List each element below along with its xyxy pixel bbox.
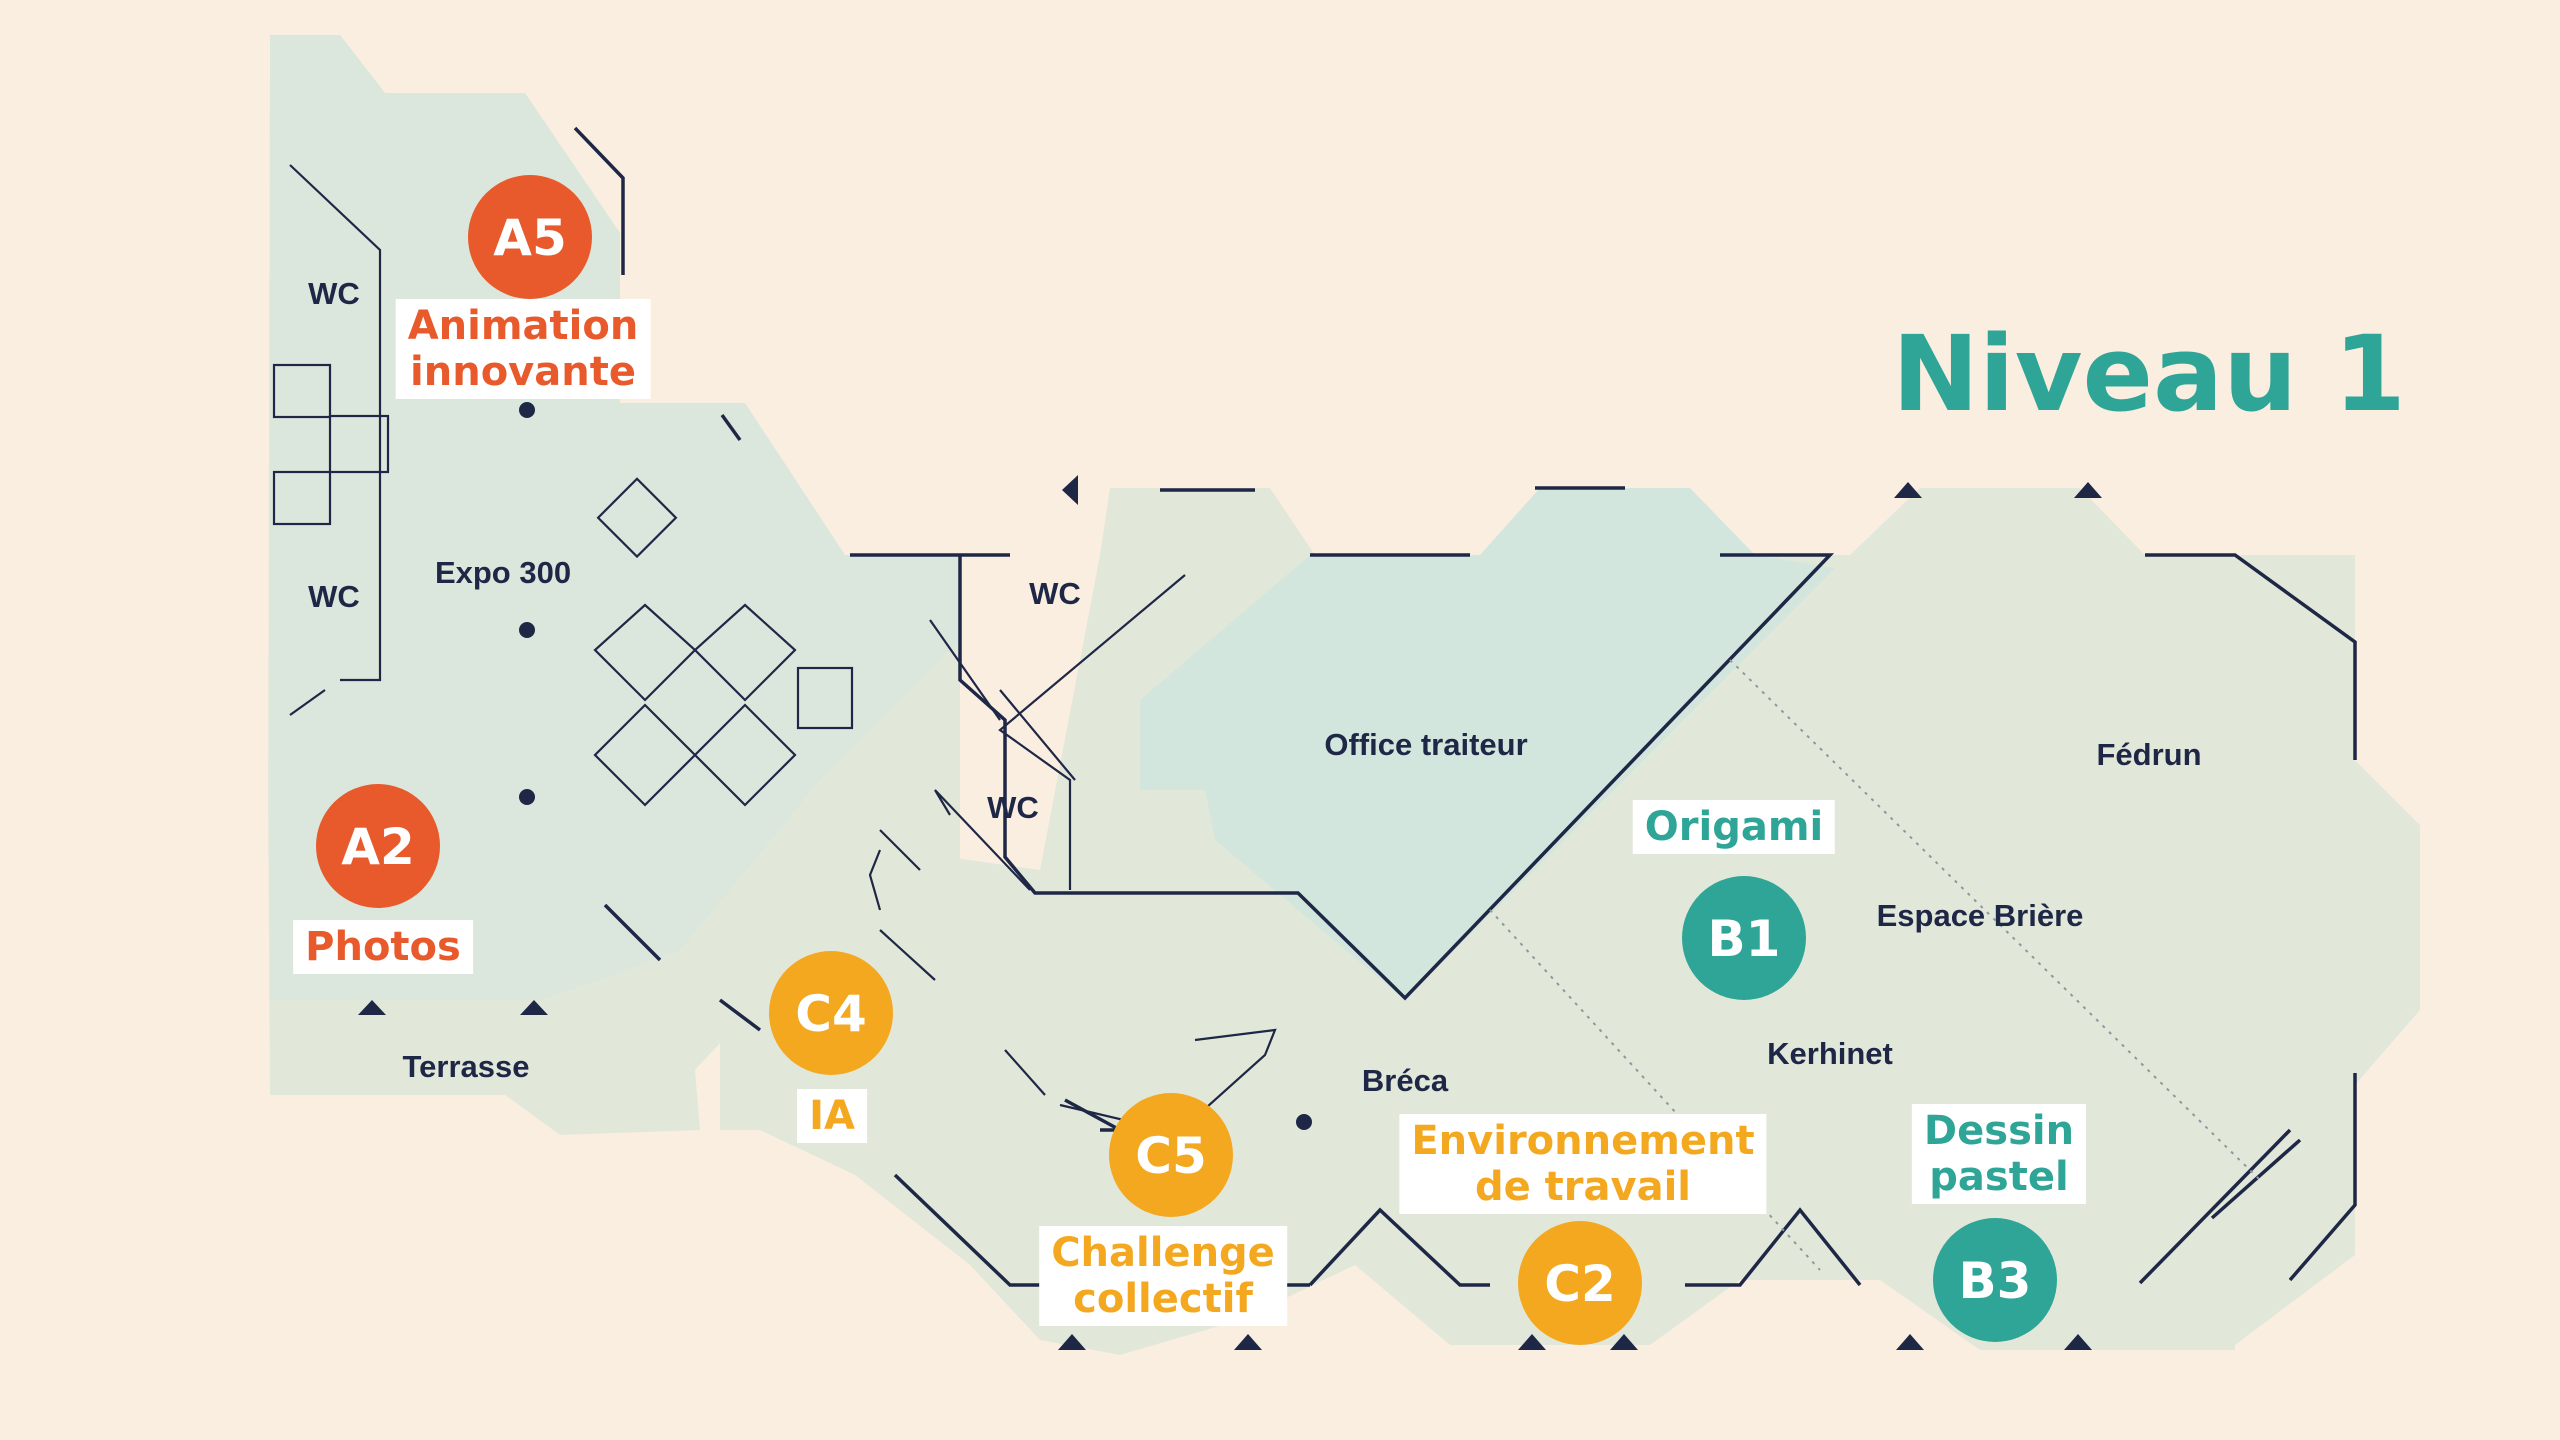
marker-c5[interactable]: C5 [1109, 1093, 1233, 1217]
dot-marker [519, 789, 535, 805]
room-label-fedrun: Fédrun [2096, 737, 2201, 772]
door-marker [1234, 1334, 1262, 1350]
room-label-breca: Bréca [1362, 1063, 1449, 1098]
room-label-kerhinet: Kerhinet [1767, 1036, 1893, 1071]
room-label-wc: WC [308, 276, 360, 311]
marker-circle [769, 951, 893, 1075]
activity-label-b3: Dessin pastel [1911, 1104, 2087, 1204]
marker-code: C5 [1135, 1127, 1206, 1185]
label-line: Photos [305, 924, 461, 970]
label-line: Dessin [1923, 1108, 2075, 1154]
activity-label-b1: Origami [1632, 800, 1836, 854]
marker-circle [1518, 1221, 1642, 1345]
room-label-wc: WC [308, 579, 360, 614]
marker-circle [468, 175, 592, 299]
marker-circle [316, 784, 440, 908]
dot-markers [519, 402, 1312, 1130]
door-marker [358, 1000, 386, 1015]
label-line: pastel [1929, 1154, 2069, 1200]
marker-c2[interactable]: C2 [1518, 1221, 1642, 1345]
dot-marker [1296, 1114, 1312, 1130]
label-line: de travail [1474, 1164, 1691, 1210]
room-labels: WC WC WC WC Expo 300 Terrasse Office tra… [308, 276, 2201, 1098]
marker-a5[interactable]: A5 [468, 175, 592, 299]
activity-label-a5: Animation innovante [395, 299, 651, 399]
activity-label-c4: IA [797, 1089, 867, 1143]
marker-code: C4 [795, 985, 866, 1043]
marker-code: C2 [1544, 1255, 1615, 1313]
door-marker [2064, 1334, 2092, 1350]
door-marker [1894, 482, 1922, 498]
marker-c4[interactable]: C4 [769, 951, 893, 1075]
activity-label-a2: Photos [293, 920, 473, 974]
room-label-espace-briere: Espace Brière [1877, 898, 2084, 933]
door-marker [1518, 1334, 1546, 1350]
activity-markers: A5 A2 C4 C5 C2 B1 [316, 175, 2057, 1345]
marker-circle [1933, 1218, 2057, 1342]
label-line: innovante [410, 349, 636, 395]
room-label-terrasse: Terrasse [403, 1049, 530, 1084]
door-marker [1896, 1334, 1924, 1350]
level-title: Niveau 1 [1892, 313, 2406, 435]
marker-b1[interactable]: B1 [1682, 876, 1806, 1000]
marker-code: A5 [493, 209, 567, 267]
label-line: Animation [407, 303, 639, 349]
marker-code: B3 [1959, 1252, 2032, 1310]
activity-label-c5: Challenge collectif [1039, 1226, 1287, 1326]
room-label-expo: Expo 300 [435, 555, 571, 590]
label-line: Origami [1644, 804, 1824, 850]
marker-code: B1 [1708, 910, 1781, 968]
label-line: IA [809, 1093, 855, 1139]
door-marker [2074, 482, 2102, 498]
room-label-office: Office traiteur [1324, 727, 1527, 762]
dot-marker [519, 622, 535, 638]
door-marker [1058, 1334, 1086, 1350]
expo-floor [270, 35, 960, 1000]
marker-circle [1109, 1093, 1233, 1217]
door-marker [1610, 1334, 1638, 1350]
marker-b3[interactable]: B3 [1933, 1218, 2057, 1342]
activity-label-c2: Environnement de travail [1399, 1114, 1767, 1214]
label-line: Environnement [1411, 1118, 1755, 1164]
dot-marker [519, 402, 535, 418]
label-line: Challenge [1051, 1230, 1275, 1276]
door-marker [520, 1000, 548, 1015]
marker-code: A2 [341, 818, 415, 876]
office-floor [1140, 488, 1835, 1000]
label-line: collectif [1073, 1276, 1253, 1322]
door-markers [358, 475, 2102, 1350]
room-label-wc: WC [1029, 576, 1081, 611]
marker-a2[interactable]: A2 [316, 784, 440, 908]
door-marker [1062, 475, 1078, 505]
marker-circle [1682, 876, 1806, 1000]
room-label-wc: WC [987, 790, 1039, 825]
